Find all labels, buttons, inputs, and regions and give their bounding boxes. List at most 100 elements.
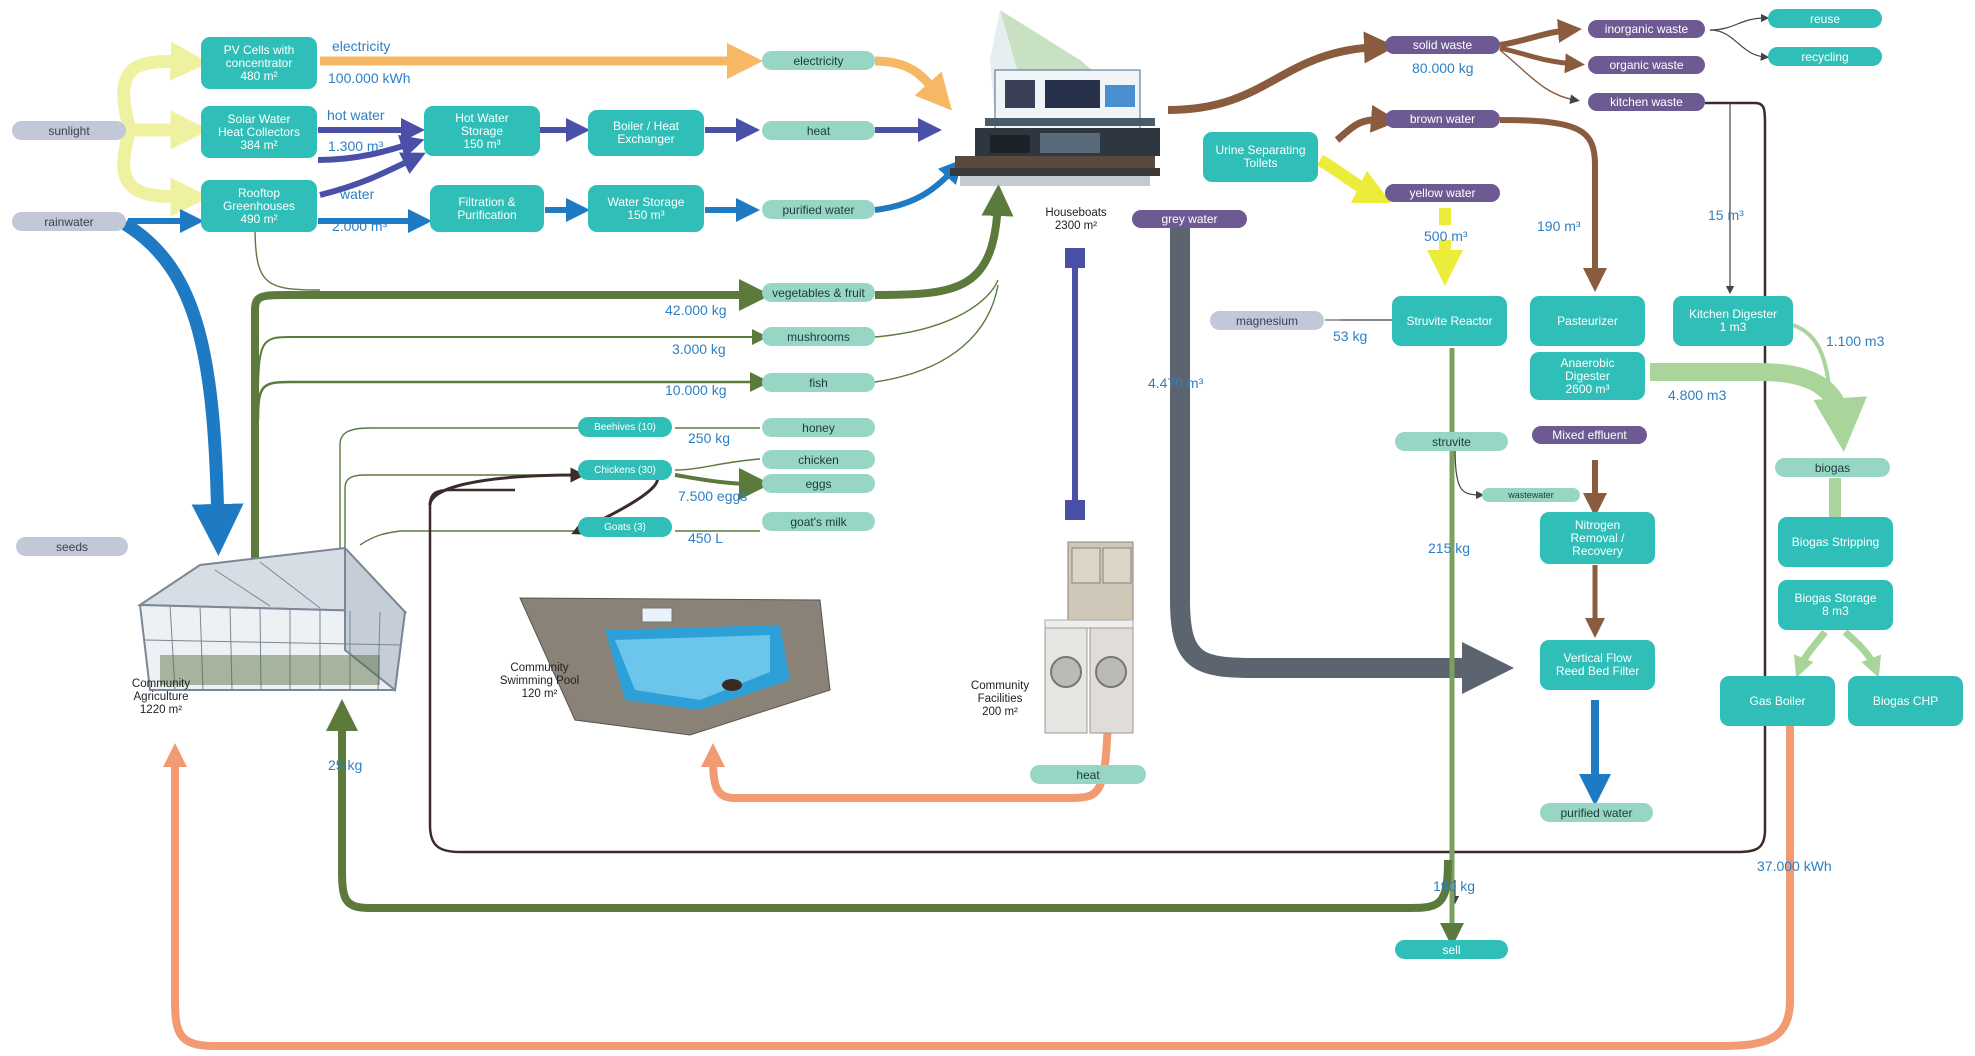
sunlight-flows [117,41,210,217]
kitchen-biogas-flow [1792,323,1834,426]
food-flows [251,184,1014,560]
struvite-reactor-box: Struvite Reactor [1392,296,1507,346]
electricity-output: electricity [762,51,875,70]
milk-qty: 450 L [688,530,724,546]
water-flows [128,152,964,233]
animal-flows [339,427,771,560]
brown-water-qty: 190 m³ [1537,218,1581,234]
houseboat-facility-link [1065,248,1085,520]
biogas-chp-box: Biogas CHP [1848,676,1963,726]
hot-water-flow-qty: 1.300 m³ [328,138,384,154]
rooftop-greenhouses-box: Rooftop Greenhouses 490 m² [201,180,317,232]
greenhouse-illustration [136,545,408,692]
solar-collectors-box: Solar Water Heat Collectors 384 m² [201,106,317,158]
kitchen-waste-label: kitchen waste [1588,93,1705,111]
kitchen-biogas-qty: 1.100 m3 [1826,333,1885,349]
water-flow-qty: 2.000 m³ [332,218,388,234]
goats-milk-output: goat's milk [762,512,875,531]
houseboat-illustration [950,10,1160,186]
inorganic-waste-label: inorganic waste [1588,20,1705,38]
mixed-effluent-label: Mixed effluent [1532,426,1647,444]
grey-water-label: grey water [1132,210,1247,228]
struvite-return-flow [326,699,1452,912]
urine-toilets-box: Urine Separating Toilets [1203,132,1318,182]
pool-caption: Community Swimming Pool 120 m² [499,662,580,700]
goats-box: Goats (3) [578,517,672,537]
solid-waste-flows [1167,18,1607,638]
return-qty: 25 kg [328,757,363,773]
sell-qty: 190 kg [1433,878,1476,894]
hot-water-flow-word: hot water [327,107,385,123]
grey-water-flow [1170,228,1515,695]
honey-output: honey [762,418,875,437]
gas-boiler-box: Gas Boiler [1720,676,1835,726]
water-storage-box: Water Storage 150 m³ [588,185,704,232]
reed-bed-filter-box: Vertical Flow Reed Bed Filter [1540,640,1655,690]
kitchen-waste-qty: 15 m³ [1708,207,1744,223]
facilities-caption: Community Facilities 200 m² [970,680,1030,718]
biogas-output: biogas [1775,458,1890,477]
vegetables-output: vegetables & fruit [762,283,875,302]
hot-water-storage-box: Hot Water Storage 150 m³ [424,106,540,156]
mushrooms-qty: 3.000 kg [672,341,726,357]
electricity-flow-word: electricity [332,38,391,54]
biogas-storage-box: Biogas Storage 8 m3 [1778,580,1893,630]
yellow-water-qty: 500 m³ [1424,228,1468,244]
seeds-input: seeds [16,537,128,556]
kitchen-digester-box: Kitchen Digester 1 m3 [1673,296,1793,346]
biogas-stripping-box: Biogas Stripping [1778,517,1893,567]
heat-output: heat [762,121,875,140]
eggs-output: eggs [762,474,875,493]
yellow-water-flow [1316,154,1392,204]
rainwater-to-agriculture-flow [121,218,244,556]
magnesium-qty: 53 kg [1333,328,1368,344]
chickens-box: Chickens (30) [578,460,672,480]
boiler-exchanger-box: Boiler / Heat Exchanger [588,110,704,156]
struvite-output: struvite [1395,432,1508,451]
rainwater-input: rainwater [12,212,126,231]
water-flow-word: water [340,186,375,202]
eggs-qty: 7.500 eggs [678,488,748,504]
pv-cells-box: PV Cells with concentrator 480 m² [201,37,317,89]
grey-water-qty: 4.470 m³ [1148,375,1204,391]
electricity-flow-qty: 100.000 kWh [328,70,411,86]
agriculture-caption: Community Agriculture 1220 m² [131,678,191,716]
brown-water-label: brown water [1385,110,1500,128]
vegetables-qty: 42.000 kg [665,302,727,318]
fish-qty: 10.000 kg [665,382,727,398]
organic-waste-label: organic waste [1588,56,1705,74]
hot-water-flows [317,118,942,163]
electricity-to-houseboat-flow [874,56,952,111]
laundry-illustration [1044,541,1134,734]
fish-output: fish [762,373,875,392]
chicken-output: chicken [762,450,875,469]
filtration-box: Filtration & Purification [430,185,544,232]
purified-water-output-2: purified water [1540,803,1653,822]
anaerobic-biogas-qty: 4.800 m3 [1668,387,1727,403]
reuse-output: reuse [1768,9,1882,28]
recycling-output: recycling [1768,47,1882,66]
wastewater-output: wastewater [1482,488,1580,502]
mushrooms-output: mushrooms [762,327,875,346]
pool-illustration [519,597,831,736]
kitchen-waste-loop-flow [428,101,1767,854]
storage-to-boiler-flow [1793,629,1828,678]
reuse-recycle-lines [1340,13,1770,905]
storage-to-chp-flow [1842,629,1882,678]
nitrogen-removal-box: Nitrogen Removal / Recovery [1540,512,1655,564]
purified-water-output: purified water [762,200,875,219]
yellow-water-label: yellow water [1385,184,1500,202]
sunlight-input: sunlight [12,121,126,140]
pasteurizer-box: Pasteurizer [1530,296,1645,346]
beehives-box: Beehives (10) [578,417,672,437]
struvite-qty: 215 kg [1428,540,1471,556]
houseboats-caption: Houseboats 2300 m² [1045,207,1107,232]
solid-waste-qty: 80.000 kg [1412,60,1474,76]
sell-output: sell [1395,940,1508,959]
energy-return-flow [163,725,1794,1050]
solid-waste-label: solid waste [1385,36,1500,54]
anaerobic-digester-box: Anaerobic Digester 2600 m³ [1530,352,1645,400]
magnesium-input: magnesium [1210,311,1324,330]
